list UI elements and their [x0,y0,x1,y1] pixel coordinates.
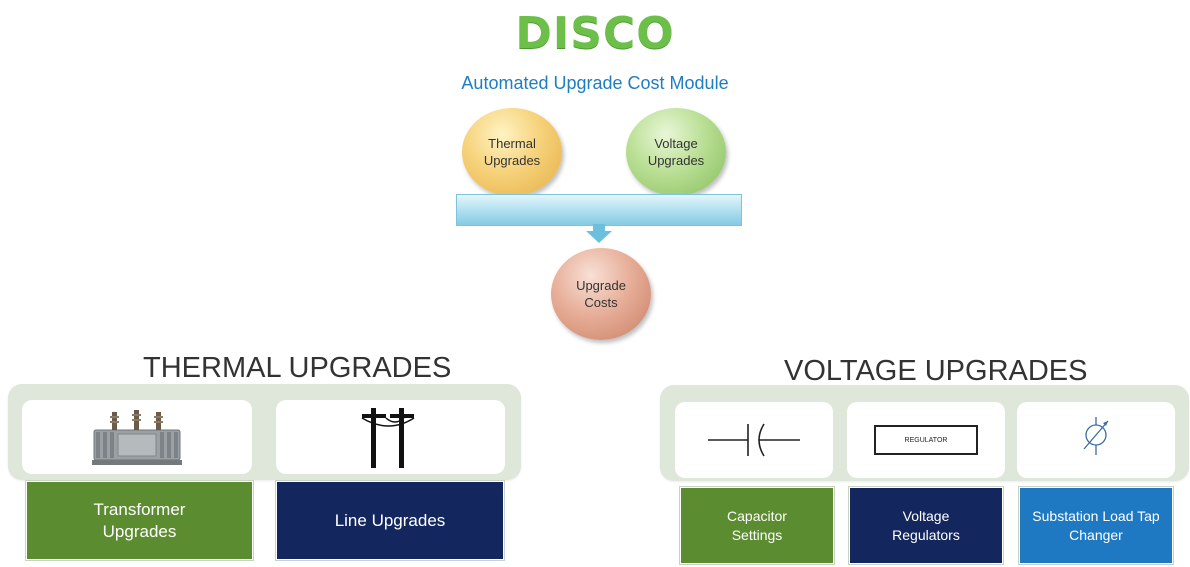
upgrade-costs-node: Upgrade Costs [551,248,651,340]
tap-changer-symbol-icon [1083,417,1109,455]
regulator-card-icon-area: REGULATOR [847,402,1005,478]
tap-changer-card-icon-area [1017,402,1175,478]
merge-bar [456,194,742,226]
transformer-upgrades-label: Transformer Upgrades [93,499,186,541]
disco-logo: DISCO [515,8,675,59]
regulator-symbol-icon: REGULATOR [874,425,978,455]
transformer-card-icon-area [22,400,252,474]
thermal-upgrades-node-label: Thermal Upgrades [483,136,541,168]
substation-ltc-card: Substation Load Tap Changer [1019,487,1173,564]
voltage-regulators-card: Voltage Regulators [849,487,1003,564]
voltage-regulators-label: Voltage Regulators [892,507,960,543]
utility-pole-icon [361,408,414,468]
regulator-symbol-text: REGULATOR [904,436,948,444]
voltage-upgrades-node: Voltage Upgrades [626,108,726,196]
substation-ltc-label: Substation Load Tap Changer [1032,507,1160,543]
page-subtitle: Automated Upgrade Cost Module [461,73,729,93]
line-upgrades-card: Line Upgrades [276,481,504,560]
transformer-upgrades-card: Transformer Upgrades [26,481,253,560]
capacitor-card-icon-area [675,402,833,478]
capacitor-settings-card: Capacitor Settings [680,487,834,564]
down-arrow-stem [593,224,605,232]
capacitor-symbol-icon [708,423,800,457]
down-arrow-icon [586,231,612,243]
line-upgrades-label: Line Upgrades [334,510,446,530]
thermal-section-title: THERMAL UPGRADES [143,352,452,384]
transformer-icon [92,410,182,465]
voltage-upgrades-node-label: Voltage Upgrades [647,136,705,168]
capacitor-settings-label: Capacitor Settings [727,507,787,543]
line-card-icon-area [276,400,505,474]
upgrade-costs-node-label: Upgrade Costs [576,278,626,310]
thermal-upgrades-node: Thermal Upgrades [462,108,562,196]
voltage-section-title: VOLTAGE UPGRADES [784,355,1088,387]
